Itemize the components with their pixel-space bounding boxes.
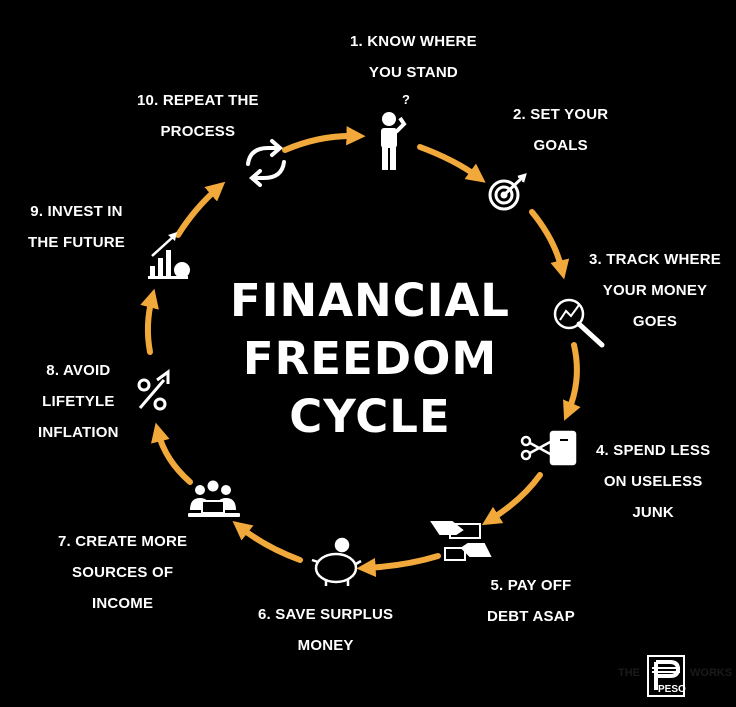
target-icon [488,173,527,211]
person-question-icon: ? [381,92,410,170]
money-handover-icon [430,521,492,561]
step-3-label: 3. TRACK WHERE YOUR MONEY GOES [589,251,721,330]
magnifier-chart-icon [553,298,605,348]
step-1-label: 1. KNOW WHERE YOU STAND [350,33,477,81]
step-5-label: 5. PAY OFF DEBT ASAP [487,577,575,625]
step-2-label: 2. SET YOUR GOALS [513,106,609,154]
title-line-1: FINANCIAL [230,274,510,327]
logo-right-text: WORKS [690,667,733,679]
team-laptop-icon [188,480,240,517]
growth-chart-icon [148,232,190,279]
step-7-label: 7. CREATE MORE SOURCES OF INCOME [58,533,188,612]
svg-text:?: ? [402,92,410,107]
step-10-label: 10. REPEAT THE PROCESS [137,92,259,140]
arrow-5-to-6 [356,553,441,578]
piggy-bank-icon [311,537,362,586]
scissors-card-icon [520,430,577,466]
logo-mark-text: PESO [658,684,686,695]
peso-logo-icon [647,655,685,697]
diagram-title: FINANCIAL FREEDOM CYCLE [185,272,555,446]
repeat-icon [246,139,286,187]
cycle-arrows [140,126,581,578]
title-line-2: FREEDOM [242,332,498,385]
arrow-6-to-7 [232,521,303,563]
arrow-2-to-3 [529,209,570,280]
arrow-9-to-10 [175,181,226,238]
arrow-3-to-4 [563,342,581,421]
title-line-3: CYCLE [289,390,451,443]
arrow-4-to-5 [481,472,543,526]
percent-arrow-icon [137,369,170,411]
step-8-label: 8. AVOID LIFETYLE INFLATION [38,362,119,441]
peso-works-logo: THE PESO WORKS [618,654,732,698]
step-9-label: 9. INVEST IN THE FUTURE [28,203,125,251]
logo-left-text: THE [618,667,640,679]
arrow-10-to-1 [282,126,366,153]
step-6-label: 6. SAVE SURPLUS MONEY [258,606,394,654]
step-4-label: 4. SPEND LESS ON USELESS JUNK [596,442,711,521]
arrow-7-to-8 [151,422,193,485]
arrow-8-to-9 [140,288,159,355]
arrow-1-to-2 [417,144,486,183]
